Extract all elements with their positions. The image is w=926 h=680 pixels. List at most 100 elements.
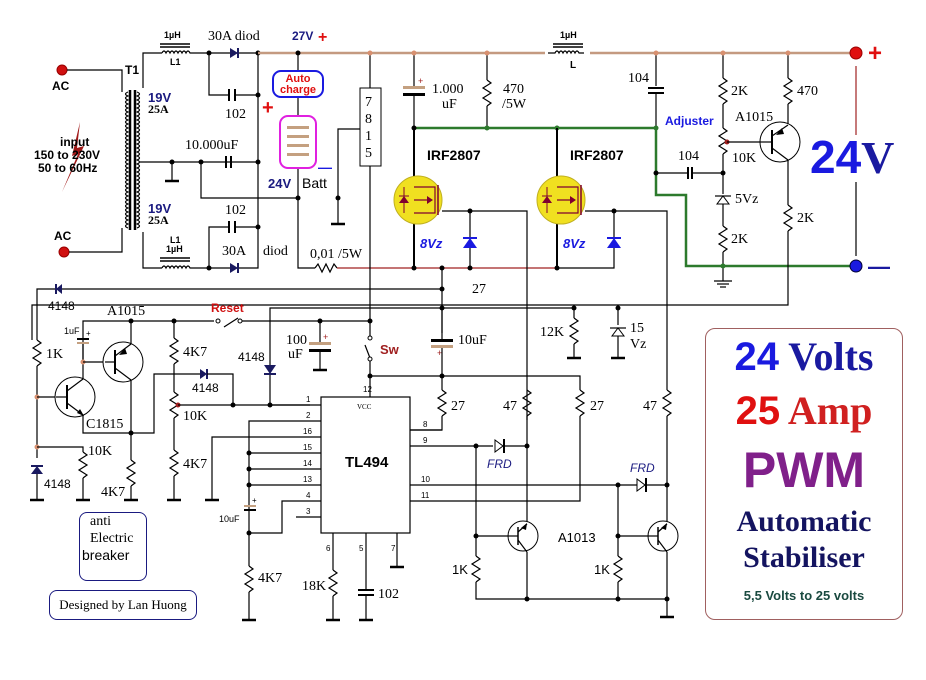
ac-input: AC AC input 150 to 230V 50 to 60Hz bbox=[34, 64, 123, 258]
cap-104-mid-label: 104 bbox=[678, 149, 699, 164]
anti-breaker-note: anti Electric breaker bbox=[79, 512, 147, 581]
diode-4148-icon bbox=[264, 365, 276, 374]
diode-30a-bottom-icon bbox=[230, 263, 238, 273]
svg-text:1: 1 bbox=[306, 395, 311, 404]
resistor-4k7-c bbox=[168, 449, 180, 477]
tl494-res-4k7-label: 4K7 bbox=[258, 571, 282, 586]
inductor-l1-top-name: L1 bbox=[170, 57, 181, 67]
rectifier: 1µH L1 L1 1µH 30A diod 102 10.000uF 102 … bbox=[140, 29, 300, 273]
res-470-line1: 470 bbox=[503, 82, 524, 97]
auto-charge-line2: charge bbox=[280, 84, 316, 96]
zener-15-line1: 15 bbox=[630, 321, 644, 336]
power-switch-sw[interactable] bbox=[364, 321, 373, 362]
diode-4148-icon bbox=[56, 284, 62, 294]
ac-terminal-bottom[interactable] bbox=[58, 246, 70, 258]
adjuster-label: Adjuster bbox=[665, 114, 714, 128]
input-frequency-range: 50 to 60Hz bbox=[38, 161, 97, 175]
power-stage: + 1.000 uF 470 /5W IRF2807 IRF2807 bbox=[393, 30, 668, 420]
svg-text:8: 8 bbox=[423, 420, 428, 429]
title-amps: 25 Amp bbox=[735, 388, 873, 433]
resistor-4k7-b bbox=[168, 337, 180, 365]
res-4k7-b-label: 4K7 bbox=[183, 345, 207, 360]
res-47-b-label: 47 bbox=[643, 399, 657, 414]
svg-text:16: 16 bbox=[303, 427, 312, 436]
res-10k-label: 10K bbox=[88, 444, 112, 459]
inductor-l1-top: 1µH L1 bbox=[160, 30, 194, 67]
ac-terminal-top[interactable] bbox=[56, 64, 68, 76]
sw-label: Sw bbox=[380, 342, 400, 357]
diode-top-label: 30A diod bbox=[208, 29, 260, 44]
svg-text:4: 4 bbox=[306, 491, 311, 500]
title-voltage-range: 5,5 Volts to 25 volts bbox=[743, 588, 865, 603]
inductor-l1-bottom-value: 1µH bbox=[166, 244, 183, 254]
res-470-line2: /5W bbox=[502, 97, 527, 112]
transistor-a1015-feedback bbox=[759, 121, 801, 163]
frd-1-label: FRD bbox=[487, 457, 512, 471]
tl494-label: TL494 bbox=[345, 454, 389, 471]
resistor-10k bbox=[77, 451, 89, 479]
reset-switch[interactable] bbox=[215, 317, 243, 328]
svg-text:3: 3 bbox=[306, 507, 311, 516]
zener-diode-icon bbox=[463, 238, 477, 248]
svg-text:+: + bbox=[418, 76, 423, 86]
frd-diode-2-icon bbox=[636, 478, 646, 492]
secondary-bottom-current: 25A bbox=[148, 213, 169, 227]
res-47-a-label: 47 bbox=[503, 399, 517, 414]
resistor-2k-top bbox=[717, 77, 729, 105]
res-18k-label: 18K bbox=[302, 579, 326, 594]
zener-15v-icon bbox=[611, 327, 625, 337]
cap-1000uf-line2: uF bbox=[442, 97, 457, 112]
inductor-l1-bottom: L1 1µH bbox=[160, 235, 194, 270]
res-4k7-c-label: 4K7 bbox=[183, 457, 207, 472]
res-2k-right-label: 2K bbox=[797, 211, 814, 226]
res-27-b-label: 27 bbox=[590, 399, 604, 414]
svg-text:7: 7 bbox=[365, 95, 372, 110]
resistor-4k7-a bbox=[125, 459, 137, 487]
resistor-1k-b bbox=[612, 555, 624, 583]
zener-diode-icon bbox=[607, 238, 621, 248]
svg-text:5: 5 bbox=[359, 544, 364, 553]
svg-text:27V: 27V bbox=[292, 29, 313, 43]
diode-bottom-label-a: 30A bbox=[222, 244, 247, 259]
regulator-7815: 7 8 1 5 bbox=[337, 50, 382, 322]
transistor-a1013-2 bbox=[647, 520, 679, 553]
transistor-a1013-label: A1013 bbox=[558, 530, 596, 545]
svg-text:L: L bbox=[570, 60, 576, 71]
resistor-2k-bottom bbox=[717, 225, 729, 253]
cap-10uf-top-label: 10uF bbox=[458, 333, 487, 348]
reset-label: Reset bbox=[211, 301, 244, 315]
svg-text:+: + bbox=[252, 496, 257, 505]
resistor-47-a bbox=[521, 389, 533, 417]
transistor-a1015-protection-label: A1015 bbox=[107, 304, 145, 319]
zener-2-label: 8Vz bbox=[563, 236, 586, 251]
diode-4148-right-label: 4148 bbox=[238, 350, 265, 364]
secondary-top-voltage: 19V bbox=[148, 90, 171, 105]
ac-bottom-label: AC bbox=[54, 229, 72, 243]
res-12k-label: 12K bbox=[540, 325, 564, 340]
svg-text:1: 1 bbox=[365, 129, 372, 144]
res-4k7-a-label: 4K7 bbox=[101, 485, 125, 500]
mosfet-1-label: IRF2807 bbox=[427, 147, 481, 163]
diode-4148-icon bbox=[200, 369, 207, 379]
res-1k-b-label: 1K bbox=[594, 562, 610, 577]
tl494-vcc-label: VCC bbox=[357, 403, 372, 411]
output-terminal-negative[interactable] bbox=[849, 259, 863, 273]
cap-1000uf-line1: 1.000 bbox=[432, 82, 464, 97]
diode-bottom-label-b: diod bbox=[263, 244, 288, 259]
svg-text:+: + bbox=[323, 332, 328, 342]
diode-4148-bottom-label: 4148 bbox=[44, 477, 71, 491]
transistor-c1815-label: C1815 bbox=[86, 417, 123, 432]
zener-5v-label: 5Vz bbox=[735, 192, 758, 207]
pot-10k-protection-label: 10K bbox=[183, 409, 207, 424]
res-1k-a-label: 1K bbox=[452, 562, 468, 577]
cap-102-bottom-label: 102 bbox=[225, 203, 246, 218]
cap-10000uf-label: 10.000uF bbox=[185, 138, 239, 153]
diode-4148-mid-label: 4148 bbox=[192, 381, 219, 395]
secondary-bottom-voltage: 19V bbox=[148, 201, 171, 216]
battery-24v: Auto charge + — 24V Batt 0,01 /5W bbox=[262, 50, 555, 274]
output-terminal-positive[interactable] bbox=[849, 46, 863, 60]
rail-voltage-label: 27V + bbox=[292, 29, 327, 46]
frd-diode-1-icon bbox=[494, 439, 504, 453]
transistor-a1015-protection bbox=[102, 341, 144, 383]
